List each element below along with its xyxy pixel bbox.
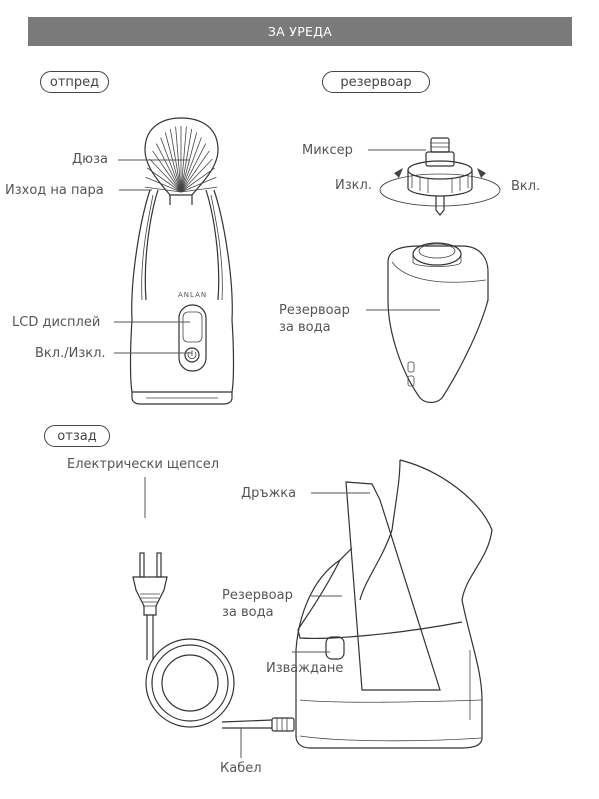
front-device-drawing (129, 117, 235, 405)
cable-drawing (145, 615, 295, 758)
nozzle-ray (180, 132, 198, 193)
nozzle-ray (146, 167, 182, 193)
section-back-label: отзад (44, 425, 110, 447)
back-device-drawing (295, 459, 493, 749)
section-header-title: ЗА УРЕДА (267, 24, 333, 39)
nozzle-ray (180, 167, 216, 193)
tank-label-line1: Резервоар (279, 303, 350, 318)
lcd-display-label: LCD дисплей (12, 315, 101, 330)
nozzle-ray (180, 150, 210, 193)
steam-outlet-label: Изход на пара (5, 183, 104, 198)
plug-label: Електрически щепсел (67, 457, 220, 472)
nozzle-ray (164, 132, 182, 193)
nozzle-ray (145, 176, 182, 193)
back-tank-label-line1: Резервоар (222, 588, 293, 603)
power-button-label: Вкл./Изкл. (35, 346, 106, 361)
section-tank-label: резервоар (322, 71, 430, 93)
handle-label: Дръжка (241, 486, 297, 501)
mixer-drawing (379, 137, 501, 216)
nozzle-ray (180, 137, 202, 193)
nozzle-ray (180, 158, 213, 193)
water-tank-drawing (387, 242, 489, 404)
nozzle-label: Дюза (72, 152, 108, 167)
nozzle-ray (144, 186, 182, 193)
plug-drawing (132, 477, 168, 616)
brand-logo: ANLAN (178, 291, 208, 299)
nozzle-ray (180, 126, 187, 193)
nozzle-ray (160, 137, 182, 193)
back-tank-label-line2: за вода (222, 605, 274, 620)
section-front-label: отпред (40, 71, 109, 93)
section-header: ЗА УРЕДА (28, 17, 572, 46)
nozzle-ray (180, 176, 217, 193)
nozzle-ray (149, 158, 182, 193)
cable-label: Кабел (220, 761, 262, 776)
tank-label-line2: за вода (279, 320, 331, 335)
nozzle-ray (180, 186, 218, 193)
nozzle-ray (155, 143, 182, 193)
mixer-label: Миксер (302, 143, 353, 158)
mixer-off-label: Изкл. (335, 178, 372, 193)
mixer-on-label: Вкл. (511, 179, 541, 194)
nozzle-ray (175, 126, 182, 193)
nozzle-ray (180, 143, 207, 193)
remove-label: Изваждане (266, 661, 344, 676)
nozzle-ray (152, 150, 182, 193)
